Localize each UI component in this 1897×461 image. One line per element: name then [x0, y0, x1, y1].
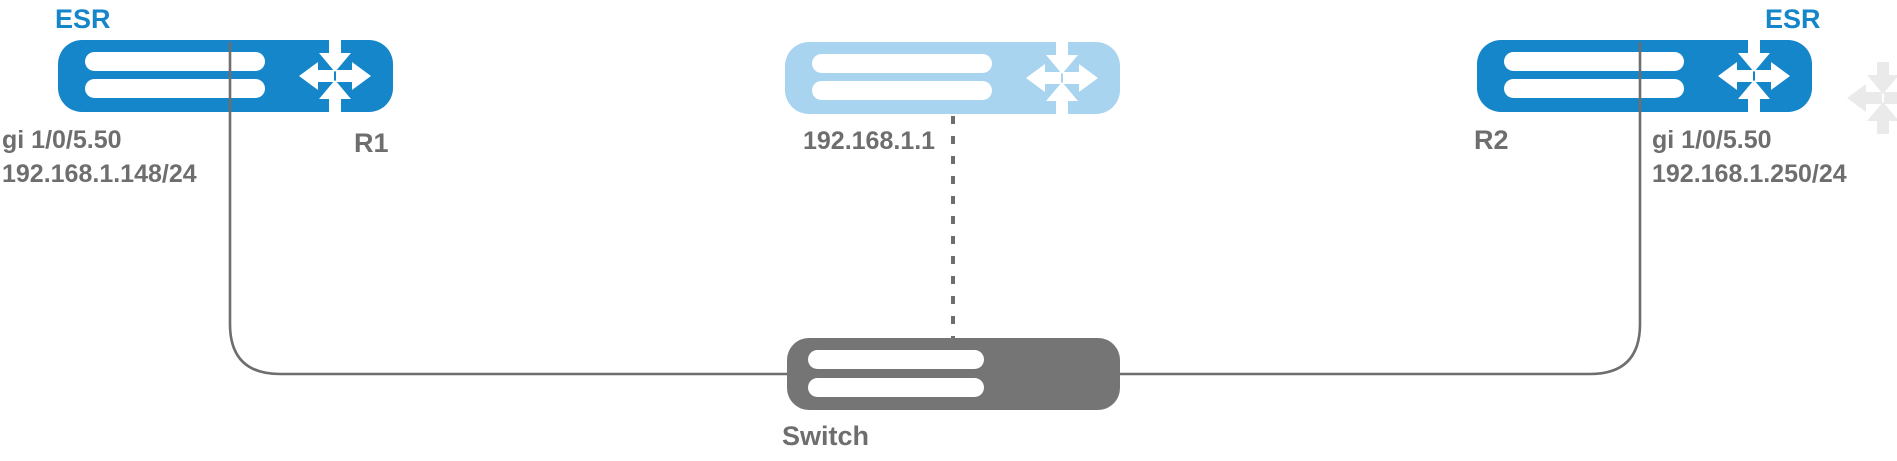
chassis-slot-bar	[85, 52, 265, 71]
virtual-router-ip-label: 192.168.1.1	[803, 127, 936, 155]
chassis-slot-bar	[812, 81, 992, 100]
r1-port-labels: gi 1/0/5.50 192.168.1.148/24	[2, 123, 197, 191]
router-r2-icon	[1477, 40, 1812, 112]
r2-ip-label: 192.168.1.250/24	[1652, 160, 1847, 188]
router-r1-icon	[58, 40, 393, 112]
r2-platform-label: ESR	[1765, 4, 1821, 34]
ghost-cross-arrows-icon	[1847, 62, 1897, 134]
r2-port-labels: gi 1/0/5.50 192.168.1.250/24	[1652, 123, 1847, 191]
switch-name-label: Switch	[782, 421, 870, 451]
r2-name-label: R2	[1474, 125, 1509, 155]
chassis-slot-bar	[808, 350, 984, 369]
virtual-router-icon	[785, 42, 1120, 114]
chassis-slot-bar	[808, 378, 984, 397]
switch-icon	[787, 338, 1120, 410]
cross-arrows-icon	[1026, 42, 1098, 114]
chassis-slot-bar	[1504, 52, 1684, 71]
cross-arrows-icon	[1718, 40, 1790, 112]
r1-interface-label: gi 1/0/5.50	[2, 126, 122, 154]
r2-interface-label: gi 1/0/5.50	[1652, 126, 1772, 154]
r1-ip-label: 192.168.1.148/24	[2, 160, 197, 188]
r1-platform-label: ESR	[55, 4, 111, 34]
r1-name-label: R1	[354, 128, 389, 158]
cross-arrows-icon	[299, 40, 371, 112]
chassis-slot-bar	[1504, 79, 1684, 98]
chassis-slot-bar	[85, 79, 265, 98]
chassis-slot-bar	[812, 54, 992, 73]
